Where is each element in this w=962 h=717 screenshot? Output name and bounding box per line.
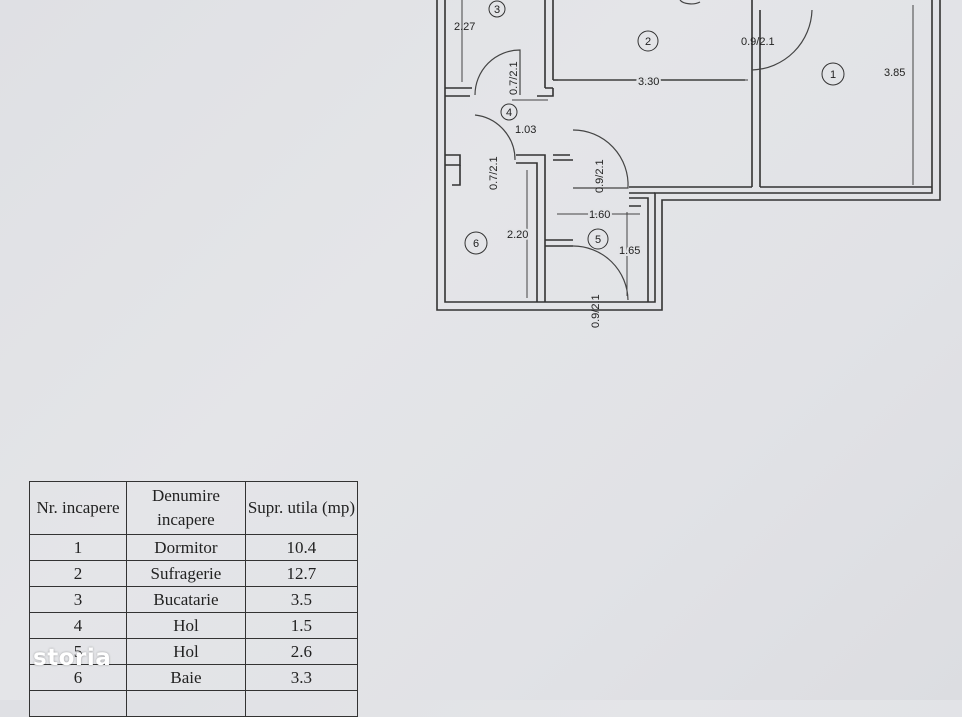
floor-plan: 3 2 1 4 5 6 2.27 3.30 3.85 1.03 2.20 1.6… <box>436 0 941 328</box>
dimension-labels: 2.27 3.30 3.85 1.03 2.20 1.60 1.65 <box>454 21 907 259</box>
table-row: 1 Dormitor 10.4 <box>28 534 359 561</box>
cell-number <box>28 690 128 717</box>
cell-area: 12.7 <box>244 560 359 587</box>
header-usable-area: Supr. utila (mp) <box>244 481 359 535</box>
cell-number: 5 <box>28 638 128 665</box>
walls <box>436 0 941 311</box>
dim-label-385: 3.85 <box>884 67 905 79</box>
table-row <box>28 690 359 717</box>
cell-number: 4 <box>28 612 128 639</box>
room-number-2: 2 <box>645 36 651 48</box>
table-row: 5 Hol 2.6 <box>28 638 359 665</box>
room-number-4: 4 <box>506 107 512 119</box>
cell-area <box>244 690 359 717</box>
cell-area: 3.3 <box>244 664 359 691</box>
table-row: 3 Bucatarie 3.5 <box>28 586 359 613</box>
door-arc-b <box>474 49 521 96</box>
table-row: 4 Hol 1.5 <box>28 612 359 639</box>
cell-number: 3 <box>28 586 128 613</box>
cell-name: Sufragerie <box>126 560 246 587</box>
cell-name: Bucatarie <box>126 586 246 613</box>
storia-watermark-logo: storia <box>33 645 112 671</box>
cell-number: 6 <box>28 664 128 691</box>
cell-area: 1.5 <box>244 612 359 639</box>
table-row: 6 Baie 3.3 <box>28 664 359 691</box>
table-row: 2 Sufragerie 12.7 <box>28 560 359 587</box>
dim-label-103: 1.03 <box>515 124 536 136</box>
cell-number: 1 <box>28 534 128 561</box>
dim-label-227: 2.27 <box>454 21 475 33</box>
dimension-lines <box>461 0 914 298</box>
dim-label-330: 3.30 <box>638 76 659 88</box>
header-room-number: Nr. incapere <box>28 481 128 535</box>
table-header-row: Nr. incapere Denumire incapere Supr. uti… <box>28 481 359 535</box>
cell-area: 3.5 <box>244 586 359 613</box>
door-arc-d <box>572 129 629 189</box>
room-markers: 3 2 1 4 5 6 <box>464 0 845 255</box>
header-room-name: Denumire incapere <box>126 481 246 535</box>
door-label-c: 0.7/2.1 <box>488 156 500 190</box>
room-number-1: 1 <box>830 69 836 81</box>
cell-name <box>126 690 246 717</box>
room-area-table: Nr. incapere Denumire incapere Supr. uti… <box>28 481 359 717</box>
door-label-d: 0.9/2.1 <box>594 159 606 193</box>
dim-label-165: 1.65 <box>619 245 640 257</box>
room-number-6: 6 <box>473 238 479 250</box>
room-number-5: 5 <box>595 234 601 246</box>
door-label-b: 0.7/2.1 <box>508 61 520 95</box>
dim-label-160: 1.60 <box>589 209 610 221</box>
cell-name: Hol <box>126 638 246 665</box>
door-label-e: 0.9/2.1 <box>590 294 602 328</box>
dim-label-220: 2.20 <box>507 229 528 241</box>
cell-area: 2.6 <box>244 638 359 665</box>
cell-number: 2 <box>28 560 128 587</box>
door-arc-a <box>751 9 813 71</box>
cell-name: Baie <box>126 664 246 691</box>
door-arc-c <box>474 114 516 161</box>
cell-area: 10.4 <box>244 534 359 561</box>
cell-name: Dormitor <box>126 534 246 561</box>
door-label-a: 0.9/2.1 <box>741 36 775 48</box>
door-labels: 0.9/2.1 0.7/2.1 0.7/2.1 0.9/2.1 0.9/2.1 <box>488 36 775 328</box>
cell-name: Hol <box>126 612 246 639</box>
room-number-3: 3 <box>494 4 500 16</box>
